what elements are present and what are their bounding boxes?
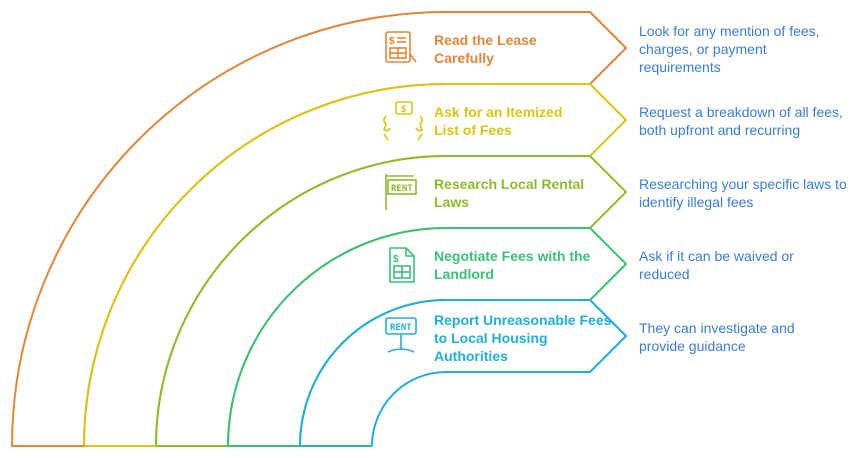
- step-title-negotiate: Negotiate Fees with the Landlord: [434, 248, 591, 282]
- step-desc-read-lease: Look for any mention of fees, charges, o…: [639, 23, 820, 75]
- step-title-report: Report Unreasonable Fees to Local Housin…: [434, 312, 612, 364]
- step-desc-report: They can investigate and provide guidanc…: [639, 320, 795, 354]
- step-title-itemized-list: Ask for an Itemized List of Fees: [434, 104, 563, 138]
- svg-text:RENT: RENT: [390, 323, 412, 333]
- step-title-research-laws: Research Local Rental Laws: [434, 176, 585, 210]
- svg-text:$: $: [389, 36, 395, 47]
- band-report: [299, 299, 627, 447]
- invoice-icon: $: [389, 247, 415, 283]
- rent-sign-icon: RENT: [385, 174, 417, 210]
- rent-yard-sign-icon: RENT: [385, 317, 417, 353]
- step-desc-research-laws: Researching your specific laws to identi…: [639, 176, 847, 210]
- svg-text:$: $: [393, 254, 399, 265]
- svg-text:RENT: RENT: [391, 184, 413, 194]
- two-people-talking-icon: $: [383, 101, 423, 141]
- step-desc-itemized-list: Request a breakdown of all fees, both up…: [639, 104, 843, 138]
- fee-document-icon: $: [385, 31, 417, 63]
- svg-text:$: $: [401, 104, 406, 114]
- step-title-read-lease: Read the Lease Carefully: [434, 32, 537, 66]
- step-desc-negotiate: Ask if it can be waived or reduced: [639, 248, 794, 282]
